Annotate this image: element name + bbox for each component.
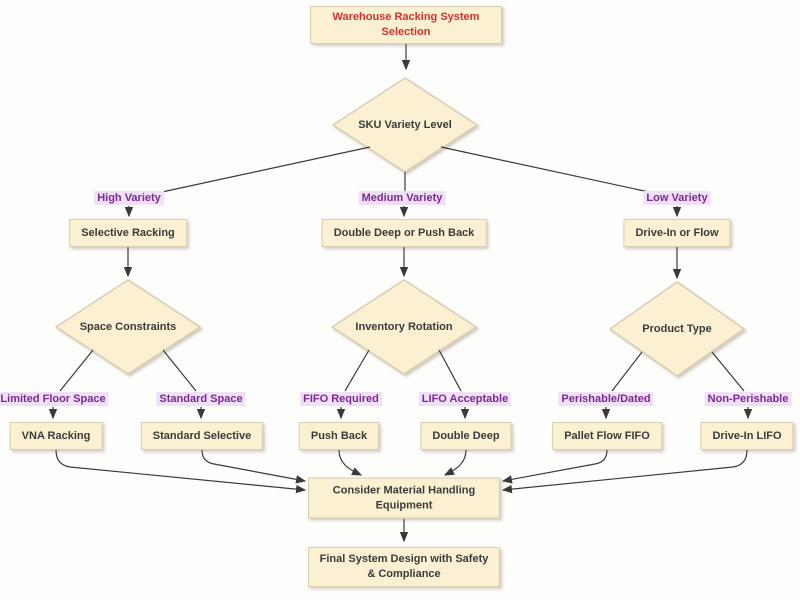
edge-label-limited-floor-space: Limited Floor Space [0, 392, 109, 406]
node-selective-racking: Selective Racking [69, 219, 187, 247]
edge-label-non-perishable: Non-Perishable [704, 392, 792, 406]
edge-pushback-to-consider [338, 449, 363, 476]
node-standard-selective: Standard Selective [140, 422, 264, 450]
edge-label-high-variety: High Variety [94, 191, 164, 205]
edge-label-low-variety: Low Variety [643, 191, 711, 205]
edge-doubledeep-to-consider [443, 449, 467, 476]
node-consider-material-handling: Consider Material Handling Equipment [308, 477, 500, 519]
node-push-back: Push Back [298, 422, 380, 450]
node-drive-in-lifo: Drive-In LIFO [700, 422, 794, 450]
edge-sku-to-low-variety [440, 146, 650, 193]
edge-label-perishable-dated: Perishable/Dated [558, 392, 654, 406]
edge-vna-to-consider [55, 449, 307, 494]
edge-sku-to-high-variety [161, 146, 371, 193]
node-vna-racking: VNA Racking [9, 422, 103, 450]
node-start: Warehouse Racking System Selection [310, 6, 502, 44]
edge-inventory-to-fifo [344, 349, 370, 392]
edge-space-to-limited [59, 349, 94, 392]
edge-label-standard-space: Standard Space [156, 392, 246, 406]
edge-product-to-nonperishable [711, 351, 745, 392]
decision-label-sku-variety: SKU Variety Level [358, 119, 452, 131]
node-final-system-design: Final System Design with Safety & Compli… [308, 547, 500, 587]
node-double-deep: Double Deep [420, 422, 512, 450]
edge-label-fifo-required: FIFO Required [300, 392, 382, 406]
edge-space-to-standard [162, 349, 197, 392]
edge-palletflow-to-consider [501, 449, 608, 484]
edge-drivelifo-to-consider [501, 449, 748, 494]
edge-inventory-to-lifo [438, 349, 462, 392]
edge-label-lifo-acceptable: LIFO Acceptable [418, 392, 512, 406]
decision-label-space-constraints: Space Constraints [79, 321, 177, 333]
edge-product-to-perishable [611, 351, 643, 392]
decision-label-product-type: Product Type [642, 323, 712, 335]
node-pallet-flow-fifo: Pallet Flow FIFO [552, 422, 662, 450]
node-drive-in-or-flow: Drive-In or Flow [623, 219, 731, 247]
edge-stdselective-to-consider [201, 449, 307, 484]
node-double-deep-or-push-back: Double Deep or Push Back [321, 219, 487, 247]
edge-label-medium-variety: Medium Variety [358, 191, 446, 205]
decision-inventory-rotation [331, 279, 477, 375]
decision-product-type [609, 281, 745, 377]
decision-label-inventory-rotation: Inventory Rotation [355, 321, 453, 333]
